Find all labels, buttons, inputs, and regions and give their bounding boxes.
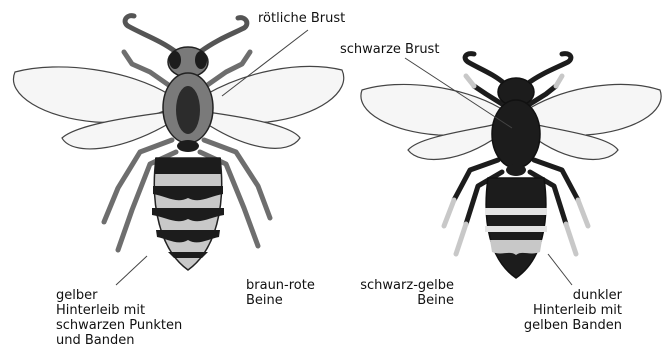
left-hornet-thorax-marking: [176, 86, 200, 134]
callout-line-yellow-abdomen: [116, 256, 147, 285]
label-brown-red-legs: braun-rote Beine: [246, 278, 315, 308]
label-black-thorax: schwarze Brust: [340, 42, 439, 57]
callout-line-dark-abdomen: [548, 254, 572, 285]
right-hornet-waist: [506, 164, 526, 176]
hornet-right: [361, 54, 661, 278]
label-dark-abdomen: dunkler Hinterleib mit gelben Banden: [506, 288, 622, 333]
left-hornet-eye: [195, 51, 207, 69]
label-black-yellow-legs: schwarz-gelbe Beine: [356, 278, 454, 308]
label-red-thorax: rötliche Brust: [258, 11, 345, 26]
label-yellow-abdomen: gelber Hinterleib mit schwarzen Punkten …: [56, 288, 182, 348]
left-hornet-abdomen: [152, 158, 224, 270]
left-hornet-waist: [177, 140, 199, 152]
left-hornet-eye: [169, 51, 181, 69]
hornet-left: [13, 16, 343, 270]
right-hornet-thorax: [492, 100, 540, 168]
right-hornet-abdomen: [485, 178, 547, 278]
